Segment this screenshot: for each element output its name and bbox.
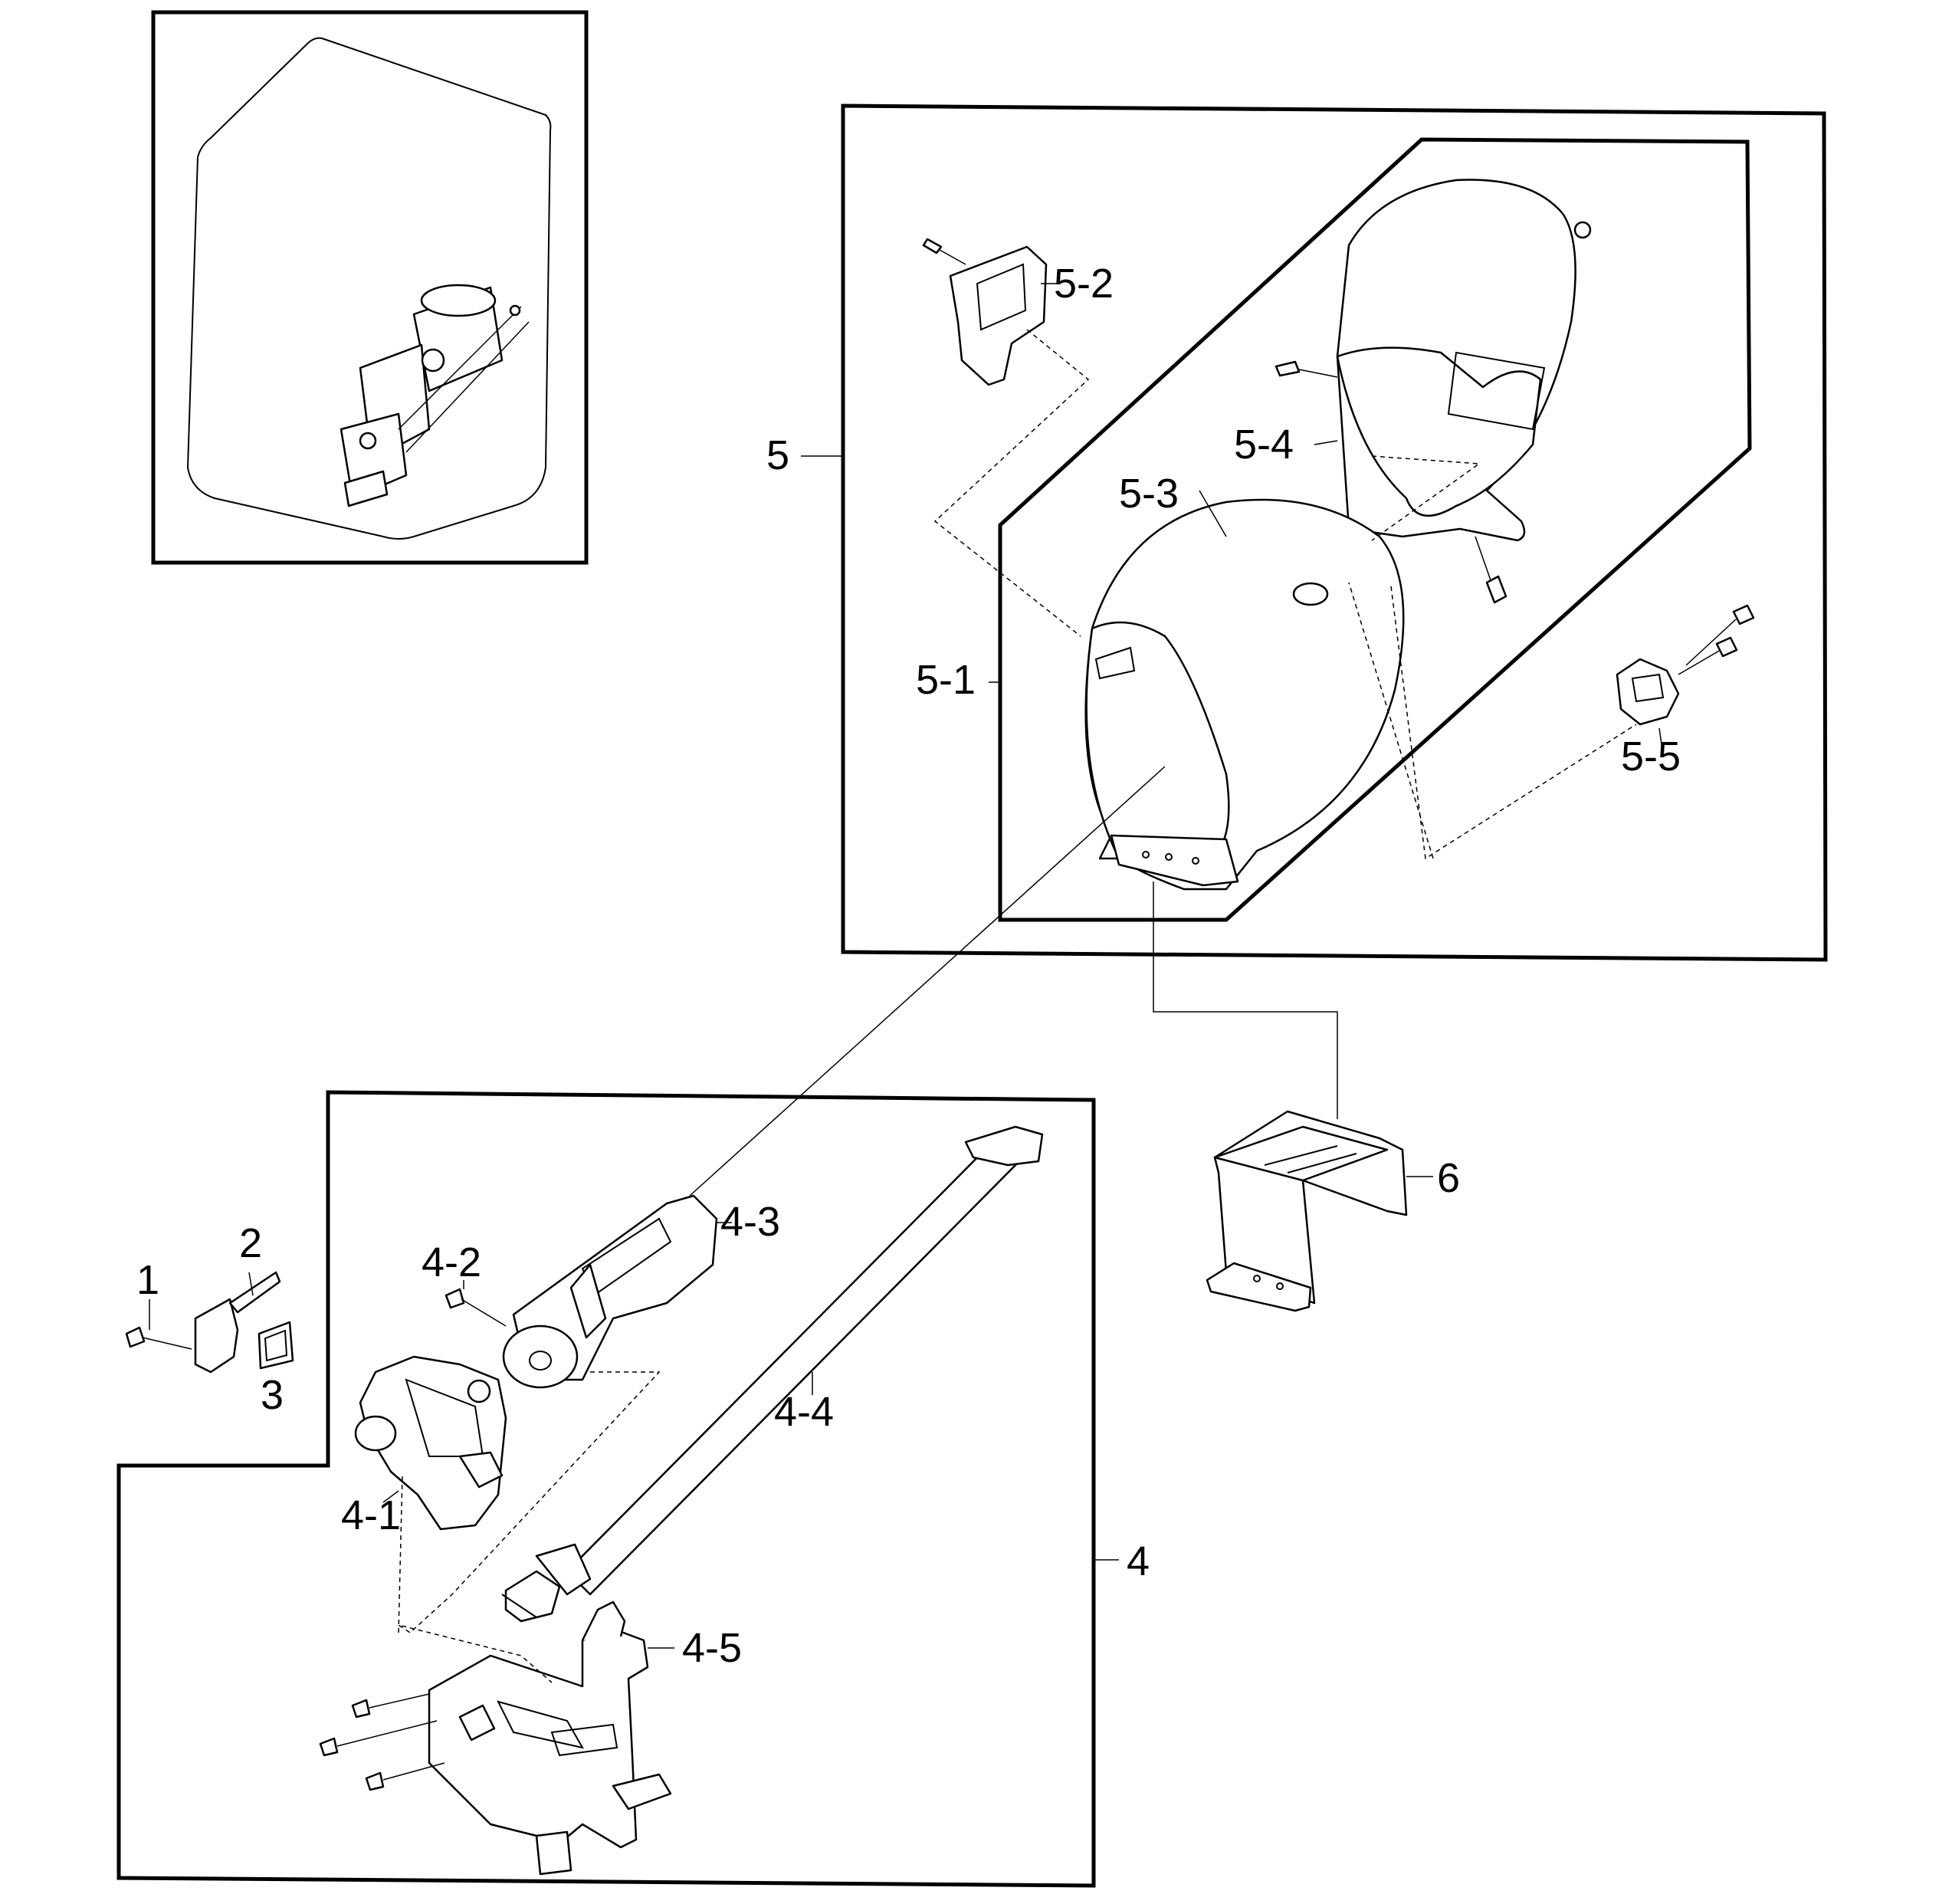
part-1-screw bbox=[125, 1326, 146, 1348]
dash-5-5-to-chamber bbox=[1390, 586, 1637, 860]
part-5-2-bracket bbox=[922, 238, 1048, 386]
group-5-outer-frame bbox=[841, 103, 1828, 962]
part-number-labels: 5 5-1 5-2 5-3 5-4 5-5 6 4 4-1 4-2 4-3 4-… bbox=[136, 261, 1681, 1671]
cabinet-outline bbox=[186, 37, 552, 540]
label-1: 1 bbox=[136, 1257, 159, 1303]
label-5: 5 bbox=[766, 432, 789, 478]
screw-5-5-a bbox=[1715, 636, 1738, 658]
part-3-gasket bbox=[258, 1321, 294, 1370]
label-2: 2 bbox=[239, 1220, 262, 1266]
overview-burner-assembly bbox=[340, 284, 530, 507]
group-4-frame bbox=[116, 1090, 1096, 1888]
overview-inset bbox=[151, 10, 589, 565]
group-5-housing-assembly bbox=[841, 103, 1828, 962]
dash-4-assembly bbox=[398, 1371, 661, 1683]
screw-5-4-left bbox=[1275, 360, 1301, 377]
screw-4-5-b bbox=[319, 1737, 339, 1757]
part-4-5-mounting-bracket bbox=[319, 1600, 672, 1876]
dash-valve-to-bracket bbox=[398, 1475, 403, 1633]
label-4: 4 bbox=[1127, 1538, 1150, 1584]
lead-5-to-6 bbox=[1153, 881, 1338, 1119]
screw-5-5-b bbox=[1732, 604, 1755, 625]
label-5-2: 5-2 bbox=[1054, 261, 1114, 307]
label-5-3: 5-3 bbox=[1119, 471, 1179, 517]
label-5-4: 5-4 bbox=[1234, 422, 1294, 468]
part-6-mounting-bracket bbox=[1206, 1110, 1408, 1312]
group-5-inner-frame bbox=[998, 137, 1752, 922]
parts-1-2-3-igniter bbox=[125, 1271, 294, 1374]
part-5-4-shield bbox=[1275, 179, 1592, 604]
screw-5-2 bbox=[922, 238, 943, 254]
label-6: 6 bbox=[1437, 1155, 1460, 1201]
label-4-3: 4-3 bbox=[720, 1199, 780, 1245]
lead-chamber-to-4-3 bbox=[689, 766, 1166, 1197]
group-4-burner-assembly bbox=[116, 1090, 1096, 1888]
dash-5-2-to-chamber bbox=[933, 329, 1090, 637]
part-5-5-sensor bbox=[1616, 604, 1755, 726]
overview-inset-frame bbox=[151, 10, 589, 565]
label-leader-lines bbox=[149, 283, 1664, 1649]
label-5-5: 5-5 bbox=[1621, 734, 1681, 780]
label-3: 3 bbox=[261, 1372, 284, 1418]
part-5-1-5-3-chamber bbox=[1084, 498, 1405, 891]
label-4-1: 4-1 bbox=[341, 1492, 401, 1538]
screw-5-4-bottom bbox=[1485, 575, 1507, 604]
screw-4-5-a bbox=[351, 1699, 371, 1719]
part-2-igniter bbox=[194, 1298, 239, 1374]
screw-4-5-c bbox=[365, 1771, 385, 1791]
part-4-4-manifold-pipe bbox=[501, 1125, 1044, 1623]
part-4-2-screw bbox=[445, 1288, 507, 1327]
chamber-mount-flange bbox=[1110, 834, 1239, 887]
label-5-1: 5-1 bbox=[916, 657, 976, 703]
chamber-front-face bbox=[1085, 621, 1230, 866]
dash-chamber-rear bbox=[1348, 582, 1434, 859]
label-4-4: 4-4 bbox=[774, 1389, 834, 1435]
part-4-3-burner-tube bbox=[502, 1194, 718, 1389]
dash-5-4-to-chamber bbox=[1371, 455, 1481, 541]
part-4-1-gas-valve bbox=[354, 1355, 507, 1531]
label-4-2: 4-2 bbox=[422, 1239, 481, 1285]
label-4-5: 4-5 bbox=[682, 1625, 742, 1671]
